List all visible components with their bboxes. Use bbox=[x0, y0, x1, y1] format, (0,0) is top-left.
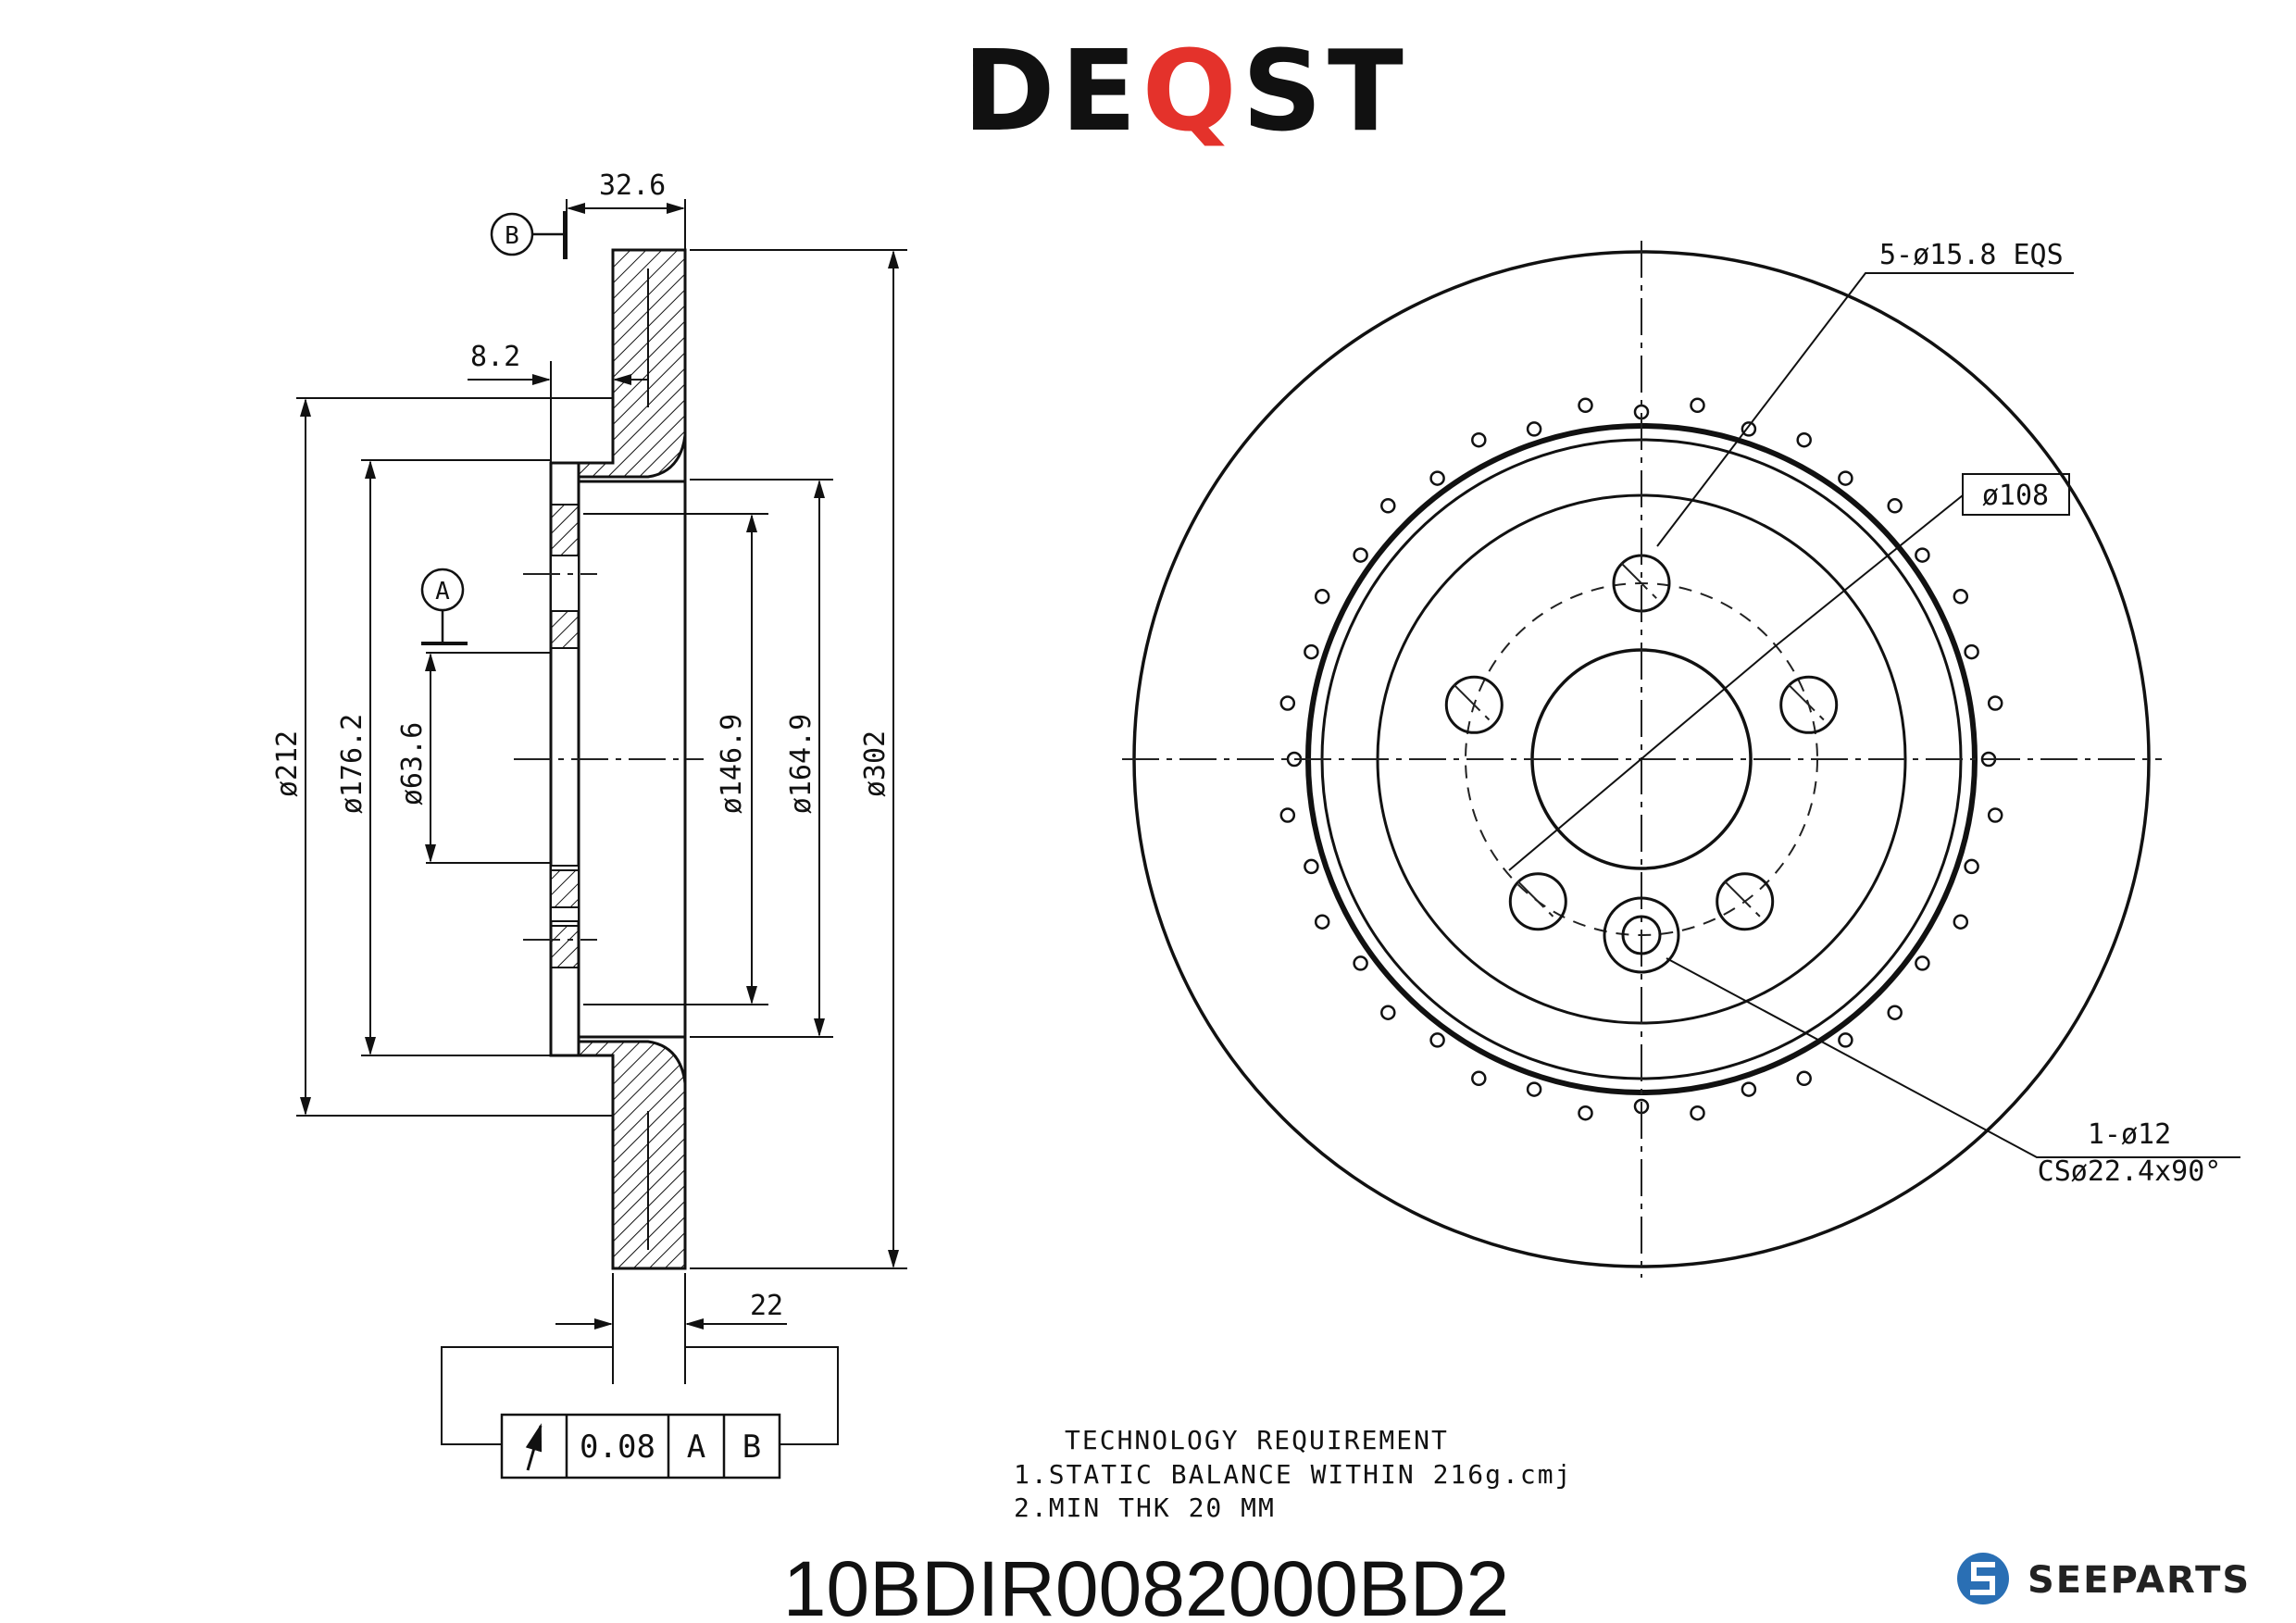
notes-line-2: 2.MIN THK 20 MM bbox=[1014, 1492, 1276, 1523]
brand-logo: DEQST bbox=[963, 28, 1409, 156]
dim-d212: ø212 bbox=[271, 730, 304, 797]
screw-hole bbox=[1603, 896, 1680, 974]
callout-screw-line1: 1-ø12 bbox=[2088, 1118, 2171, 1151]
bolt-hole bbox=[1779, 675, 1839, 734]
tolerance-datum-2: B bbox=[742, 1429, 761, 1466]
vent-slot bbox=[1471, 431, 1487, 448]
dim-thickness: 22 bbox=[750, 1290, 783, 1322]
vent-slot bbox=[1690, 1105, 1705, 1121]
side-section-view: 32.6 8.2 ø212 ø176.2 ø63.6 ø146.9 ø164.9… bbox=[271, 169, 907, 1384]
front-view: 5-ø15.8 EQS ø108 1-ø12 CSø22.4x90° bbox=[1122, 239, 2240, 1278]
vent-slots bbox=[1279, 397, 2003, 1121]
vent-slot bbox=[1304, 643, 1319, 660]
bolt-hole-center-mark bbox=[1453, 683, 1496, 727]
vent-slot bbox=[1953, 914, 1969, 930]
runout-tolerance-frame: 0.08 A B bbox=[441, 1346, 839, 1479]
vent-slot bbox=[1887, 1005, 1903, 1020]
vent-slot bbox=[1915, 547, 1930, 563]
bolt-hole-center-mark bbox=[1723, 880, 1766, 923]
vent-slot bbox=[1279, 807, 1296, 823]
tolerance-value: 0.08 bbox=[580, 1429, 655, 1466]
vent-slot bbox=[1304, 858, 1319, 875]
vent-slot bbox=[1314, 914, 1330, 930]
callout-bolt-holes: 5-ø15.8 EQS bbox=[1879, 239, 2064, 271]
vent-slot bbox=[1380, 1005, 1396, 1020]
vent-slot bbox=[1526, 421, 1542, 437]
vent-slot bbox=[1353, 955, 1368, 971]
vent-slot bbox=[1887, 498, 1903, 514]
vent-slot bbox=[1578, 1105, 1593, 1121]
brand-text-st: ST bbox=[1242, 28, 1409, 156]
part-number: 10BDIR0082000BD2 bbox=[783, 1545, 1510, 1623]
datum-b-marker: B bbox=[490, 211, 567, 259]
vent-slot bbox=[1796, 431, 1812, 448]
callout-screw-line2: CSø22.4x90° bbox=[2038, 1155, 2222, 1188]
bolt-hole-center-mark bbox=[1620, 562, 1663, 605]
dim-hat-offset: 8.2 bbox=[470, 341, 520, 373]
vent-slot bbox=[1987, 695, 2003, 711]
svg-text:B: B bbox=[505, 222, 519, 250]
vent-slot bbox=[1471, 1070, 1487, 1087]
brand-text-de: DE bbox=[963, 28, 1142, 156]
seeparts-label: SEEPARTS bbox=[2028, 1559, 2251, 1602]
bolt-hole bbox=[1444, 675, 1504, 734]
bolt-hole bbox=[1508, 872, 1567, 931]
technology-requirements: TECHNOLOGY REQUIREMENT 1.STATIC BALANCE … bbox=[1014, 1425, 1572, 1523]
vent-slot bbox=[1915, 955, 1930, 971]
notes-line-1: 1.STATIC BALANCE WITHIN 216g.cmj bbox=[1014, 1459, 1572, 1490]
vent-slot bbox=[1690, 397, 1705, 414]
tolerance-datum-1: A bbox=[687, 1429, 705, 1466]
vent-slot bbox=[1838, 470, 1853, 486]
vent-slot bbox=[1838, 1032, 1853, 1048]
dim-d302: ø302 bbox=[859, 730, 892, 797]
vent-slot bbox=[1429, 470, 1445, 486]
vent-slot bbox=[1987, 807, 2003, 823]
vent-slot bbox=[1314, 589, 1330, 605]
vent-slot bbox=[1380, 498, 1396, 514]
vent-slot bbox=[1353, 547, 1368, 563]
runout-arrow-icon bbox=[525, 1423, 543, 1471]
vent-slot bbox=[1279, 695, 1296, 711]
vent-slot bbox=[1526, 1081, 1542, 1097]
svg-text:DEQST: DEQST bbox=[963, 28, 1409, 156]
bolt-hole-center-mark bbox=[1787, 683, 1830, 727]
vent-slot bbox=[1741, 1081, 1757, 1097]
dim-d176: ø176.2 bbox=[336, 714, 368, 814]
bolt-hole bbox=[1716, 872, 1775, 931]
seeparts-logo-icon bbox=[1957, 1553, 2009, 1604]
notes-heading: TECHNOLOGY REQUIREMENT bbox=[1065, 1425, 1449, 1455]
vent-slot bbox=[1741, 421, 1757, 437]
vent-slot bbox=[1796, 1070, 1812, 1087]
vent-slot bbox=[1953, 589, 1969, 605]
vent-slot bbox=[1429, 1032, 1445, 1048]
svg-text:A: A bbox=[435, 578, 450, 606]
dim-d63: ø63.6 bbox=[396, 722, 429, 805]
vent-slot bbox=[1578, 397, 1593, 414]
seeparts-logo: SEEPARTS bbox=[1957, 1553, 2251, 1604]
dim-overall-width: 32.6 bbox=[599, 169, 666, 202]
bolt-hole-center-mark bbox=[1516, 880, 1560, 923]
dim-d164: ø164.9 bbox=[785, 714, 817, 814]
datum-a-marker: A bbox=[420, 568, 468, 645]
dim-d146: ø146.9 bbox=[716, 714, 748, 814]
vent-slot bbox=[1964, 858, 1979, 875]
vent-slot bbox=[1964, 643, 1979, 660]
callout-pcd: ø108 bbox=[1982, 480, 2049, 512]
brand-text-q: Q bbox=[1142, 28, 1242, 156]
